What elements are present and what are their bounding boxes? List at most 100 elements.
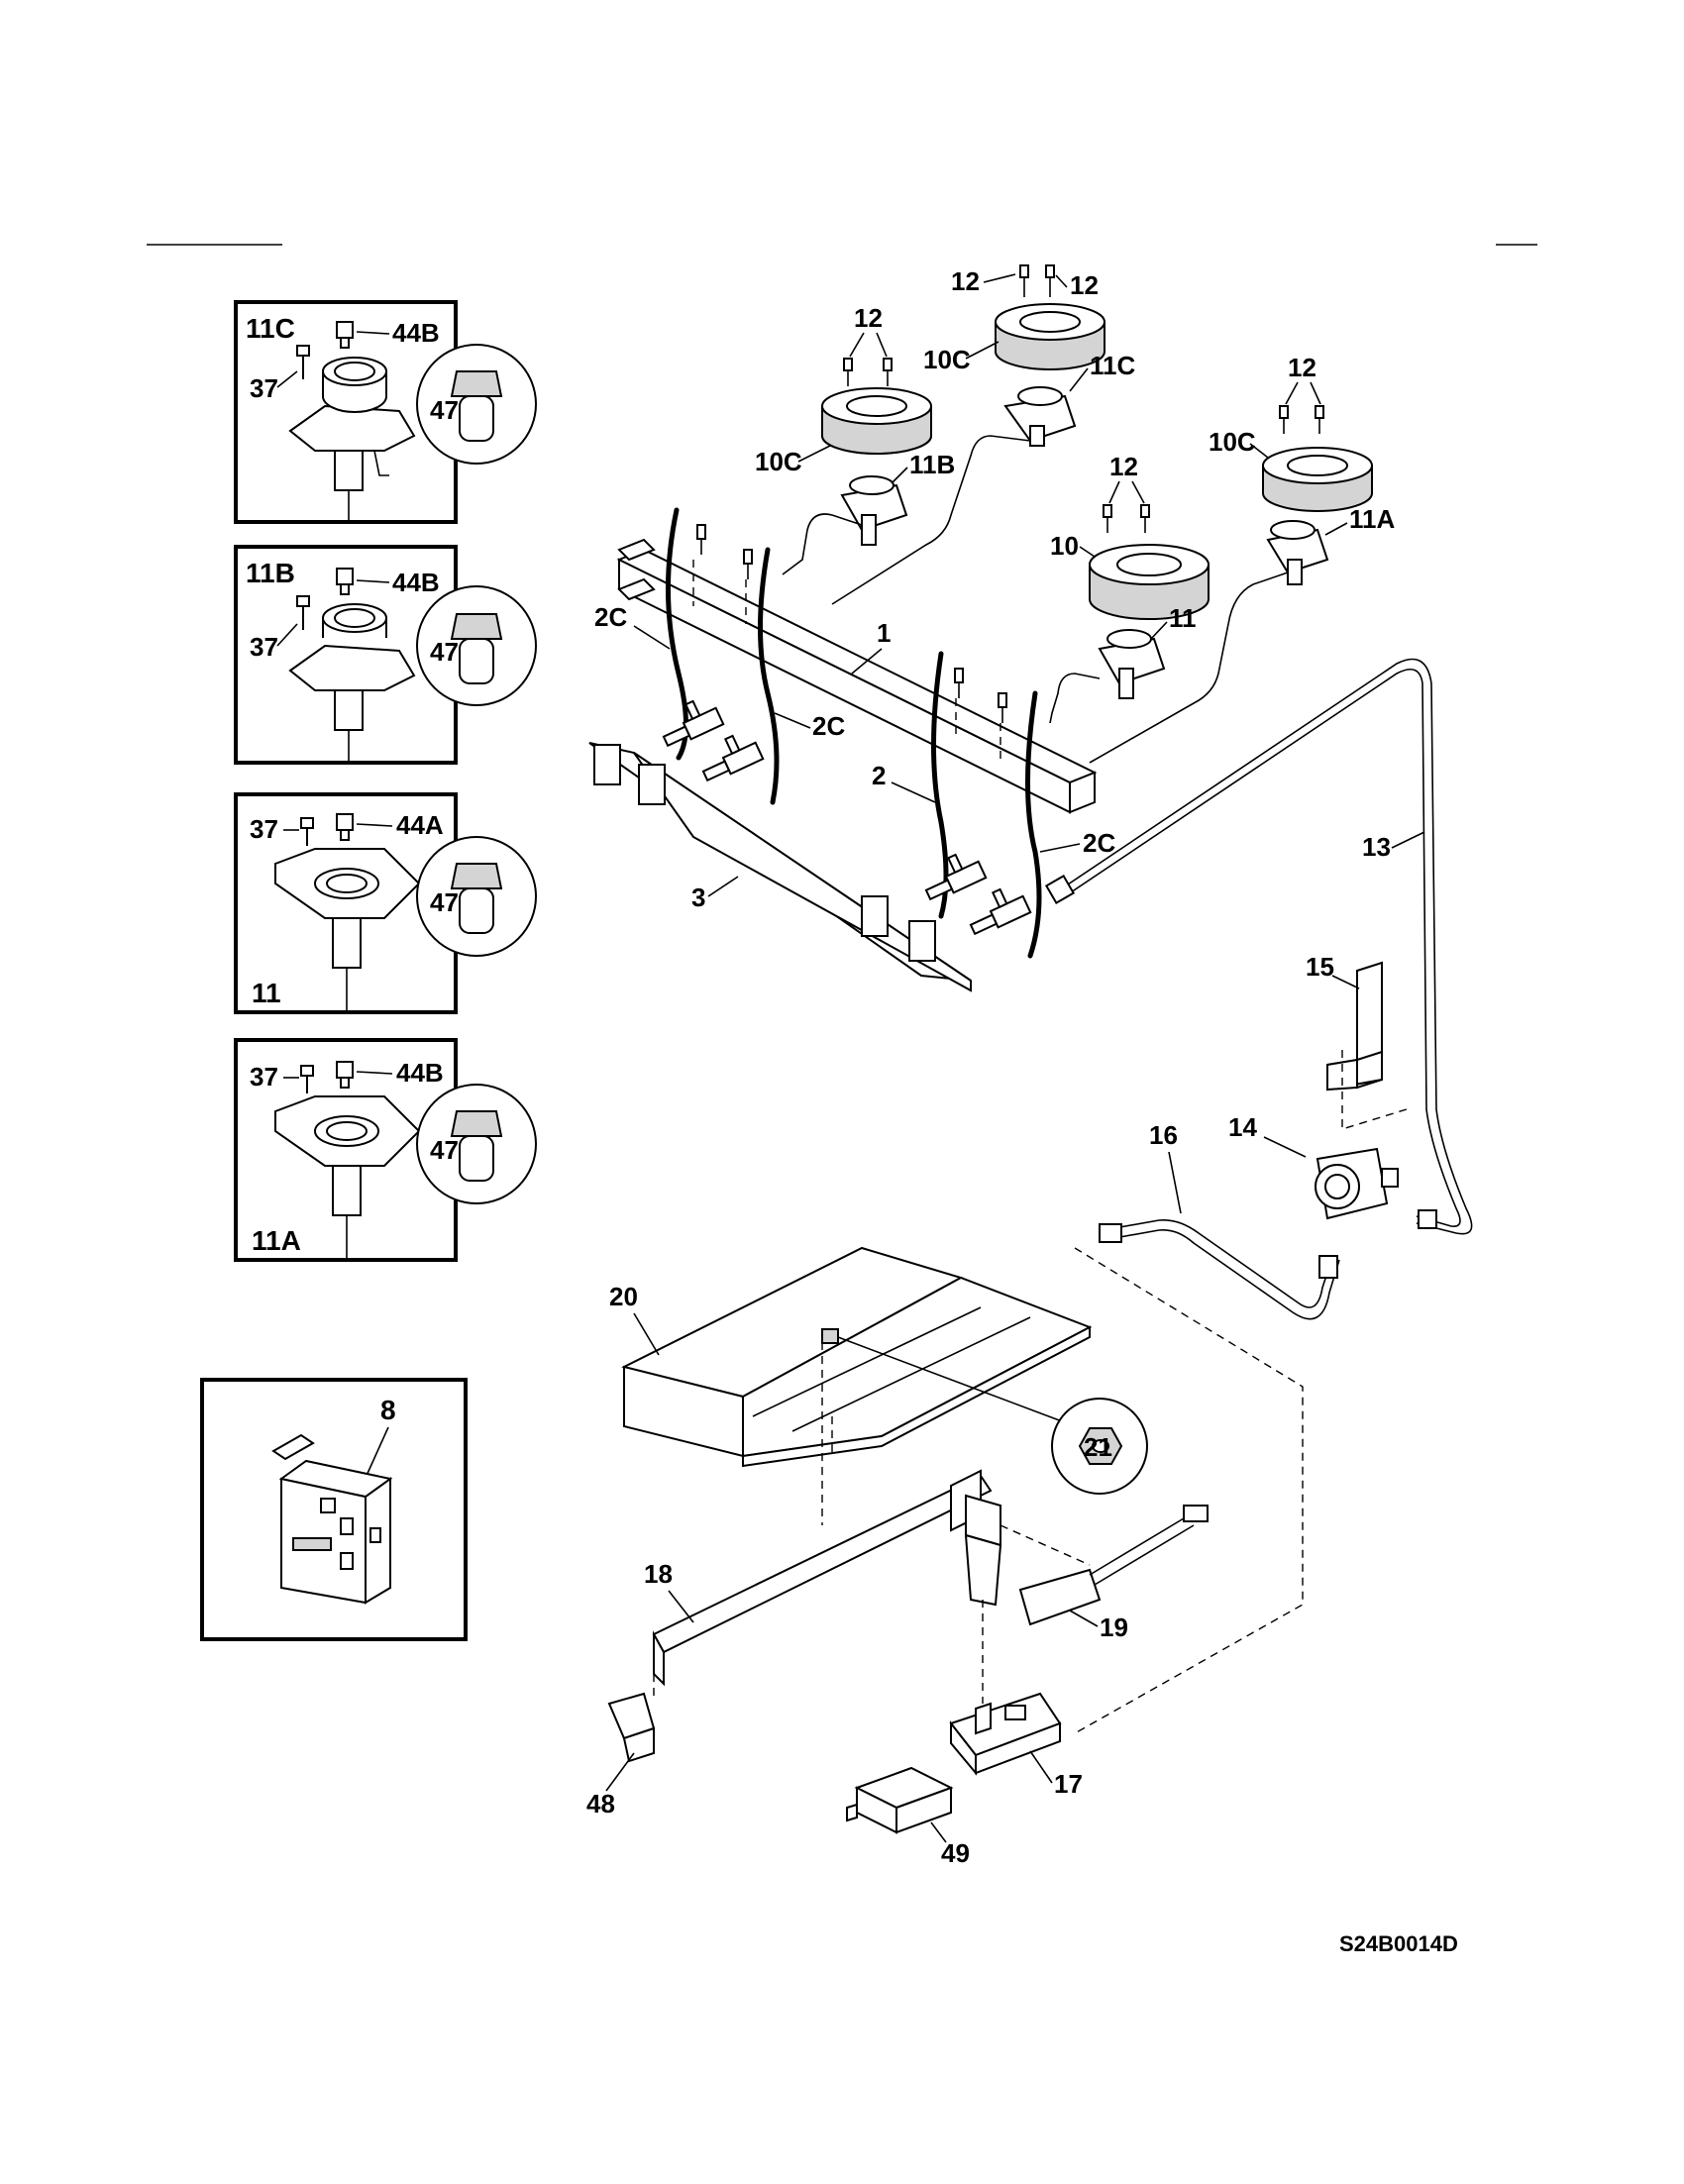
callout-reg-bracket: 15 (1306, 952, 1334, 982)
inset-screw-label: 37 (250, 632, 278, 662)
screw-icon (1103, 504, 1150, 533)
inset-cap-label: 44B (392, 318, 440, 348)
burner-base-center (1098, 629, 1166, 699)
inset-screw-label: 37 (250, 1062, 278, 1092)
ignition-wire-left (665, 507, 688, 761)
burner-base-left (840, 475, 908, 546)
assembly-guide-line (1074, 1247, 1304, 1734)
callout-screws-top-b: 12 (1070, 270, 1099, 300)
inset-11b: 11B 37 44B 47 (234, 545, 537, 765)
spark-module-icon (271, 1433, 393, 1605)
manifold-screws-icon (696, 524, 1007, 723)
inset-cap-label: 44B (392, 568, 440, 597)
callout-wire-left: 2C (594, 602, 627, 632)
orifice-detail-icon (450, 1110, 503, 1182)
callout-regulator: 14 (1228, 1112, 1257, 1142)
tube-fittings-icon (1099, 1209, 1437, 1279)
inset-detail-label: 47 (430, 395, 459, 425)
bake-burner (652, 1342, 1002, 1687)
inset-detail-label: 47 (430, 1135, 459, 1165)
burner-cap-rear-left (821, 387, 932, 455)
callout-cap-right: 10C (1209, 427, 1256, 457)
callout-cap-left: 10C (755, 447, 802, 476)
orifice-detail-icon (450, 863, 503, 934)
callout-valve: 17 (1054, 1769, 1083, 1799)
callout-manifold: 1 (877, 618, 891, 648)
callout-bracket: 3 (691, 883, 705, 912)
oven-igniter (1000, 1505, 1209, 1626)
oven-safety-valve (949, 1600, 1062, 1776)
callout-tube: 16 (1149, 1120, 1178, 1150)
callout-burner-rear: 11C (1090, 351, 1135, 380)
ignition-wire-right (1025, 690, 1042, 959)
inset-11: 11 37 44A 47 (234, 792, 537, 1014)
callout-screws-mid: 12 (1109, 452, 1138, 481)
callout-baffle: 20 (609, 1282, 638, 1311)
gas-supply-line (1064, 658, 1473, 1235)
burner-clip (607, 1674, 656, 1763)
inset-screw-label: 37 (250, 814, 278, 844)
nut-detail-icon (1078, 1427, 1123, 1465)
inset-title: 11C (246, 313, 295, 344)
callout-gas-line: 13 (1362, 832, 1391, 862)
drawing-code: S24B0014D (1339, 1931, 1458, 1956)
inset-cap-label: 44A (396, 810, 444, 840)
inset-title: 11A (252, 1225, 301, 1256)
inset-screw-label: 37 (250, 373, 278, 403)
screw-icon (296, 345, 310, 379)
callout-wire-mid: 2 (872, 761, 886, 790)
inset-label: 8 (380, 1395, 396, 1425)
burner-tube-right (1089, 572, 1289, 764)
inset-title: 11 (252, 978, 281, 1008)
callouts: 12 12 12 12 12 10C 10C (586, 264, 1425, 1868)
screw-icon (1019, 264, 1055, 297)
burner-base-right (1266, 520, 1329, 585)
callout-bake-burner: 18 (644, 1559, 673, 1589)
burner-tube-rear (831, 435, 1031, 605)
pressure-regulator (1315, 1147, 1399, 1220)
oven-supply-tube (1113, 1218, 1333, 1308)
inset-spark-module: 8 (200, 1378, 468, 1641)
screw-icon (300, 1065, 314, 1093)
screw-icon (300, 817, 314, 846)
inset-detail-label: 47 (430, 887, 459, 917)
burner-valves (662, 699, 1032, 936)
inset-detail-label: 47 (430, 637, 459, 667)
cap-icon (336, 1061, 354, 1089)
callout-cap-rear: 10C (923, 345, 971, 374)
callout-nut: 21 (1084, 1432, 1112, 1462)
cap-icon (336, 568, 354, 595)
inset-11a: 11A 37 44B 47 (234, 1038, 537, 1262)
burner-base-icon (274, 848, 421, 1012)
ignition-wire-mid (931, 651, 949, 919)
inset-title: 11B (246, 558, 295, 588)
gas-line-fitting-icon (1044, 874, 1076, 905)
burner-baffle (621, 1246, 1093, 1468)
callout-screws-left: 12 (854, 303, 883, 333)
screw-icon (296, 595, 310, 630)
callout-igniter: 19 (1100, 1612, 1128, 1642)
valve-mount-bracket (846, 1766, 954, 1834)
burner-base-icon (288, 357, 416, 522)
callout-screws-top-a: 12 (951, 266, 980, 296)
screw-icon (843, 358, 893, 386)
inset-cap-label: 44B (396, 1058, 444, 1088)
burner-cap-rear (995, 303, 1105, 370)
burner-cap-center (1089, 544, 1210, 620)
inset-11c: 11C 37 44B 47 (234, 300, 537, 524)
valve-bracket-rail (588, 742, 972, 992)
callout-valve-bracket: 49 (941, 1838, 970, 1868)
callout-burner-right: 11A (1349, 504, 1395, 534)
callout-wire-right: 2C (1083, 828, 1115, 858)
regulator-bracket (1326, 961, 1408, 1130)
callout-wire-left-b: 2C (812, 711, 845, 741)
screw-icon (1279, 405, 1324, 434)
ignition-wire-left-b (758, 547, 780, 805)
burner-base-icon (274, 1095, 421, 1260)
callout-clip: 48 (586, 1789, 615, 1819)
orifice-detail-icon (450, 613, 503, 684)
burner-tube-center (1049, 673, 1101, 724)
burner-tube-left (782, 513, 863, 575)
burner-base-rear (1003, 386, 1077, 447)
burner-base-icon (288, 603, 416, 763)
